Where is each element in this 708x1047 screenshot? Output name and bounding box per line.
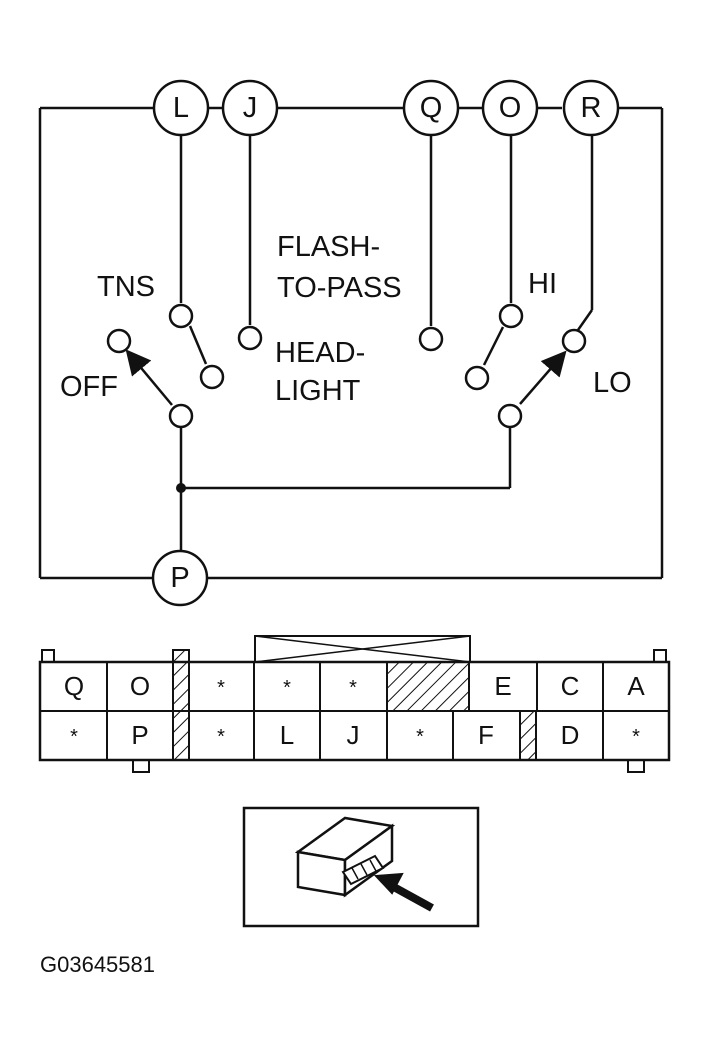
schematic-wiring bbox=[38, 106, 664, 580]
pin-cell: * bbox=[416, 726, 424, 748]
pin-cell: Q bbox=[64, 671, 84, 701]
label-flash-to-pass-line1: FLASH- bbox=[277, 231, 380, 263]
switch-contacts bbox=[106, 303, 587, 429]
pin-cell: E bbox=[494, 671, 511, 701]
pin-cell: J bbox=[347, 720, 360, 750]
terminal-P: P bbox=[151, 549, 209, 607]
label-hi: HI bbox=[528, 268, 557, 300]
label-off: OFF bbox=[60, 371, 118, 403]
terminal-O: O bbox=[481, 79, 539, 137]
connector-row-2: * P * L J * F D * bbox=[70, 720, 640, 750]
junction-dot bbox=[176, 483, 186, 493]
pin-cell: * bbox=[70, 726, 78, 748]
pin-cell: * bbox=[283, 677, 291, 699]
label-lo: LO bbox=[593, 367, 632, 399]
svg-text:P: P bbox=[170, 562, 189, 594]
terminal-Q: Q bbox=[402, 79, 460, 137]
svg-text:J: J bbox=[243, 92, 258, 124]
figure-id: G03645581 bbox=[40, 952, 155, 977]
connector-face bbox=[38, 635, 671, 773]
pin-cell: * bbox=[349, 677, 357, 699]
pin-cell: O bbox=[130, 671, 150, 701]
svg-text:Q: Q bbox=[420, 92, 443, 124]
pin-cell: F bbox=[478, 720, 494, 750]
svg-text:L: L bbox=[173, 92, 189, 124]
pin-cell: C bbox=[561, 671, 580, 701]
pin-cell: * bbox=[217, 677, 225, 699]
pin-cell: * bbox=[632, 726, 640, 748]
pin-cell: D bbox=[561, 720, 580, 750]
svg-text:O: O bbox=[499, 92, 522, 124]
connector-row-1: Q O * * * E C A bbox=[64, 671, 645, 701]
connector-view-inset bbox=[242, 806, 480, 928]
terminal-R: R bbox=[562, 79, 620, 137]
pin-cell: P bbox=[131, 720, 148, 750]
pin-cell: A bbox=[627, 671, 645, 701]
view-direction-arrow-icon bbox=[373, 872, 434, 912]
label-headlight-line1: HEAD- bbox=[275, 337, 365, 369]
terminal-L: L bbox=[152, 79, 210, 137]
svg-text:R: R bbox=[581, 92, 602, 124]
label-headlight-line2: LIGHT bbox=[275, 375, 361, 407]
label-tns: TNS bbox=[97, 271, 155, 303]
pin-cell: * bbox=[217, 726, 225, 748]
terminal-J: J bbox=[221, 79, 279, 137]
label-flash-to-pass-line2: TO-PASS bbox=[277, 272, 402, 304]
pin-cell: L bbox=[280, 720, 294, 750]
